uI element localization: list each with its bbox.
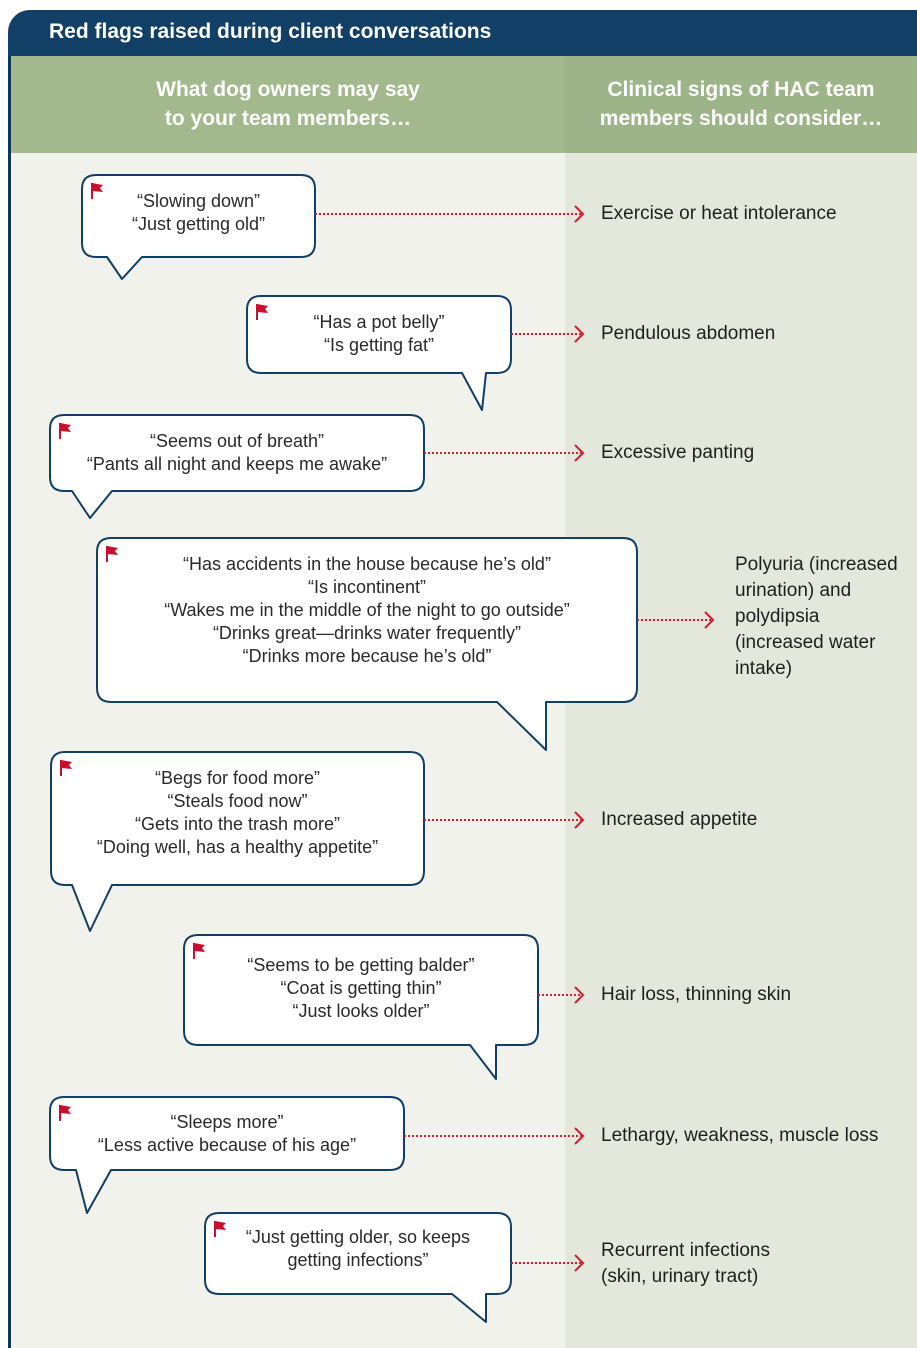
- clinical-sign: Hair loss, thinning skin: [601, 982, 791, 1008]
- chevron-right-icon: [574, 811, 585, 829]
- quote-line: “Drinks great—drinks water frequently”: [212, 623, 522, 643]
- right-heading-line-2: members should consider…: [599, 107, 883, 130]
- quote-line: “Has accidents in the house because he’s…: [183, 554, 551, 574]
- clinical-sign-line: Exercise or heat intolerance: [601, 203, 837, 224]
- chevron-right-icon: [704, 611, 715, 629]
- quote-line: “Coat is getting thin”: [280, 978, 442, 998]
- speech-bubble: [81, 174, 316, 280]
- red-flag-icon: [60, 1105, 71, 1114]
- clinical-sign-line: (skin, urinary tract): [601, 1266, 759, 1287]
- owner-quote: “Begs for food more” “Steals food now” “Ge…: [51, 767, 424, 859]
- left-rule: [8, 56, 11, 1348]
- speech-bubble: [183, 934, 539, 1080]
- clinical-sign: Increased appetite: [601, 807, 757, 833]
- clinical-sign-line: Polyuria (increased: [735, 554, 898, 575]
- quote-line: “Gets into the trash more”: [134, 814, 341, 834]
- left-heading-line-2: to your team members…: [164, 107, 412, 130]
- clinical-sign: Recurrent infections (skin, urinary tract…: [601, 1238, 770, 1290]
- red-flag-icon: [107, 546, 118, 555]
- quote-line: “Has a pot belly”: [313, 312, 445, 332]
- chevron-right-icon: [574, 1254, 585, 1272]
- clinical-sign-line: intake): [735, 658, 793, 679]
- owner-quote: “Has accidents in the house because he’s…: [97, 553, 637, 668]
- quote-line: “Just getting old”: [131, 214, 266, 234]
- speech-bubble: [49, 1096, 405, 1214]
- owner-quote: “Just getting older, so keeps getting inf…: [205, 1226, 511, 1272]
- quote-line: “Slowing down”: [136, 191, 261, 211]
- quote-line: “Wakes me in the middle of the night to …: [164, 600, 570, 620]
- clinical-sign-line: Hair loss, thinning skin: [601, 984, 792, 1005]
- clinical-sign: Exercise or heat intolerance: [601, 201, 837, 227]
- right-column-heading: Clinical signs of HAC team members shoul…: [565, 75, 917, 133]
- speech-bubble: [50, 751, 425, 932]
- clinical-sign: Polyuria (increased urination) and polydip…: [735, 552, 898, 682]
- chevron-right-icon: [574, 205, 585, 223]
- title-bar: [8, 10, 917, 56]
- clinical-sign-line: urination) and: [735, 580, 852, 601]
- quote-line: “Doing well, has a healthy appetite”: [96, 837, 379, 857]
- chevron-right-icon: [574, 1127, 585, 1145]
- red-flag-icon: [92, 183, 103, 192]
- clinical-sign: Excessive panting: [601, 440, 754, 466]
- quote-line: “Drinks more because he’s old”: [242, 646, 492, 666]
- chevron-right-icon: [574, 444, 585, 462]
- clinical-sign-line: Lethargy, weakness, muscle loss: [601, 1125, 879, 1146]
- quote-line: “Seems out of breath”: [149, 431, 325, 451]
- clinical-sign-line: (increased water: [735, 632, 876, 653]
- left-column-heading: What dog owners may say to your team mem…: [11, 75, 565, 133]
- owner-quote: “Sleeps more” “Less active because of his…: [50, 1111, 404, 1157]
- red-flag-icon: [194, 943, 205, 952]
- clinical-signs-column: [565, 153, 917, 1348]
- left-column-header: [11, 56, 565, 153]
- owner-quote: “Seems out of breath” “Pants all night an…: [50, 430, 424, 476]
- right-heading-line-1: Clinical signs of HAC team: [607, 78, 875, 101]
- speech-bubble: [49, 414, 425, 519]
- quote-line: “Seems to be getting balder”: [247, 955, 475, 975]
- owner-quote: “Has a pot belly” “Is getting fat”: [247, 311, 511, 357]
- speech-bubble: [96, 537, 638, 751]
- clinical-sign-line: Increased appetite: [601, 809, 758, 830]
- quote-line: “Begs for food more”: [154, 768, 321, 788]
- clinical-sign-line: polydipsia: [735, 606, 820, 627]
- speech-bubble: [204, 1212, 512, 1323]
- quote-line: “Is getting fat”: [323, 335, 435, 355]
- red-flag-icon: [61, 760, 72, 769]
- clinical-sign: Pendulous abdomen: [601, 321, 775, 347]
- quote-line: “Just looks older”: [292, 1001, 430, 1021]
- left-heading-line-1: What dog owners may say: [156, 78, 420, 101]
- speech-bubble: [246, 295, 512, 411]
- clinical-sign-line: Recurrent infections: [601, 1240, 770, 1261]
- owner-quote: “Seems to be getting balder” “Coat is get…: [184, 954, 538, 1023]
- quote-line: “Steals food now”: [167, 791, 308, 811]
- chevron-right-icon: [574, 325, 585, 343]
- clinical-sign-line: Excessive panting: [601, 442, 755, 463]
- red-flag-icon: [60, 423, 71, 432]
- chevron-right-icon: [574, 986, 585, 1004]
- owner-quote: “Slowing down” “Just getting old”: [82, 190, 315, 236]
- page-title: Red flags raised during client conversat…: [49, 20, 492, 43]
- clinical-sign-line: Pendulous abdomen: [601, 323, 776, 344]
- clinical-sign: Lethargy, weakness, muscle loss: [601, 1123, 878, 1149]
- quote-line: “Less active because of his age”: [97, 1135, 357, 1155]
- quote-line: “Is incontinent”: [307, 577, 427, 597]
- quote-line: getting infections”: [287, 1250, 429, 1270]
- quote-line: “Just getting older, so keeps: [245, 1227, 471, 1247]
- red-flag-icon: [257, 304, 268, 313]
- quote-line: “Sleeps more”: [170, 1112, 284, 1132]
- red-flag-icon: [215, 1221, 226, 1230]
- quote-line: “Pants all night and keeps me awake”: [86, 454, 388, 474]
- right-column-header: [565, 56, 917, 153]
